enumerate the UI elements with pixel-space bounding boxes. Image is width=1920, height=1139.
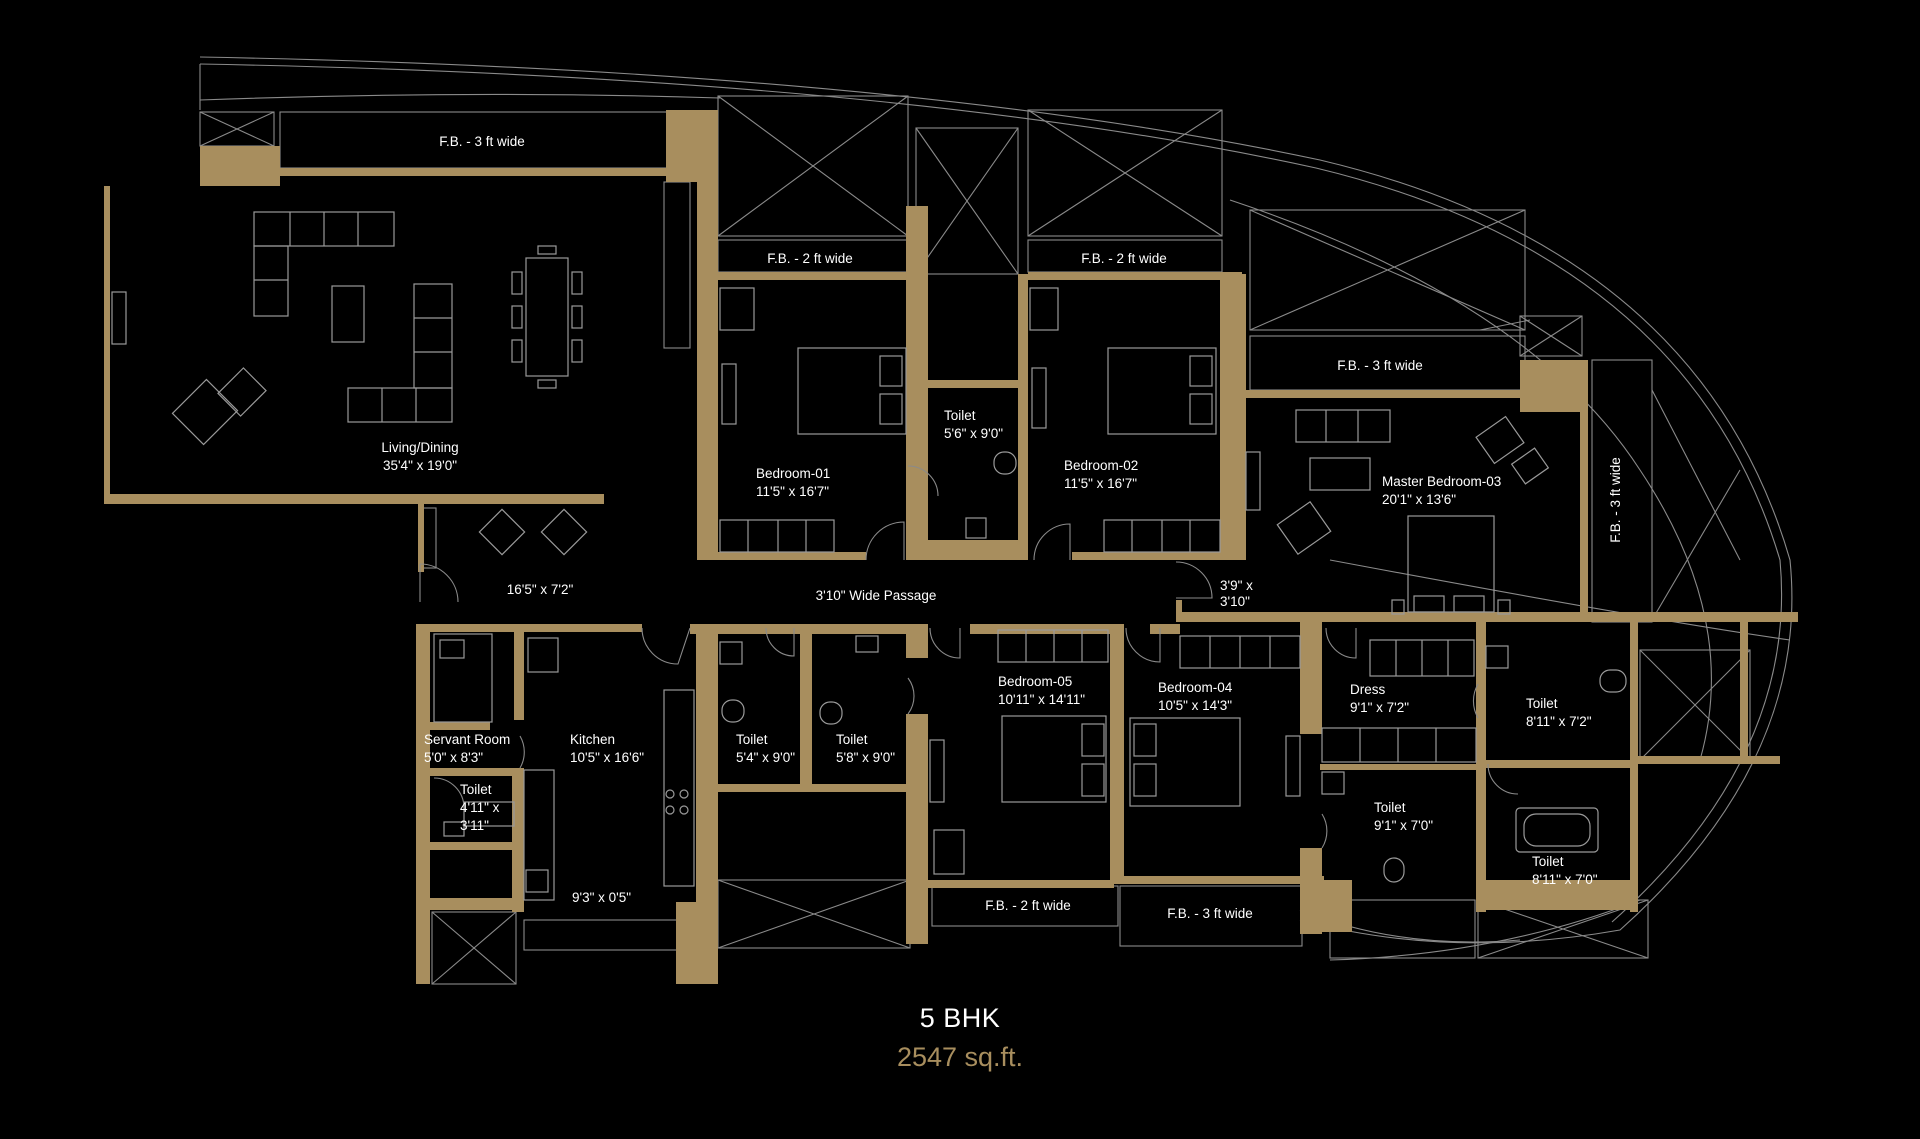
kitchen-name: Kitchen xyxy=(570,732,615,747)
fb-right-label: F.B. - 3 ft wide xyxy=(1608,457,1623,543)
bedroom-05-name: Bedroom-05 xyxy=(998,674,1072,689)
bedroom-02-size: 11'5" x 16'7" xyxy=(1064,476,1137,491)
balcony-linework xyxy=(199,95,1751,985)
toilet-1-size: 5'6" x 9'0" xyxy=(944,426,1003,441)
bedroom-01-size: 11'5" x 16'7" xyxy=(756,484,829,499)
toilet-dress-size: 9'1" x 7'0" xyxy=(1374,818,1433,833)
utility-size: 9'3" x 0'5" xyxy=(572,890,631,905)
doors xyxy=(419,465,1519,849)
toilet-a-size: 5'4" x 9'0" xyxy=(736,750,795,765)
fb-top-left-label: F.B. - 3 ft wide xyxy=(439,134,525,149)
plan-area: 2547 sq.ft. xyxy=(896,1042,1024,1072)
servant-room-size: 5'0" x 8'3" xyxy=(424,750,483,765)
living-dining-size: 35'4" x 19'0" xyxy=(383,458,457,473)
master-bedroom-size: 20'1" x 13'6" xyxy=(1382,492,1456,507)
toilet-b-size: 5'8" x 9'0" xyxy=(836,750,895,765)
toilet-bath-size: 8'11" x 7'0" xyxy=(1532,872,1598,887)
fb-b5-label: F.B. - 2 ft wide xyxy=(985,898,1071,913)
room-labels: F.B. - 3 ft wide F.B. - 2 ft wide F.B. -… xyxy=(381,134,1623,921)
fb-b1-label: F.B. - 2 ft wide xyxy=(767,251,853,266)
toilet-a-name: Toilet xyxy=(736,732,768,747)
toilet-bath-name: Toilet xyxy=(1532,854,1564,869)
dress-name: Dress xyxy=(1350,682,1386,697)
fb-master-label: F.B. - 3 ft wide xyxy=(1337,358,1423,373)
furniture xyxy=(111,211,1627,901)
bedroom-01-name: Bedroom-01 xyxy=(756,466,830,481)
passage-label: 3'10" Wide Passage xyxy=(816,588,937,603)
toilet-servant-size-2: 3'11" xyxy=(460,818,489,833)
foyer-size-2: 3'10" xyxy=(1220,594,1250,609)
master-bedroom-name: Master Bedroom-03 xyxy=(1382,474,1501,489)
plan-title-block: 5 BHK 2547 sq.ft. xyxy=(0,1003,1920,1073)
toilet-b-name: Toilet xyxy=(836,732,868,747)
bedroom-02-name: Bedroom-02 xyxy=(1064,458,1138,473)
dress-size: 9'1" x 7'2" xyxy=(1350,700,1409,715)
toilet-dress-name: Toilet xyxy=(1374,800,1406,815)
fb-b4-label: F.B. - 3 ft wide xyxy=(1167,906,1253,921)
plan-type: 5 BHK xyxy=(919,1003,1001,1033)
lobby-size: 16'5" x 7'2" xyxy=(507,582,574,597)
kitchen-size: 10'5" x 16'6" xyxy=(570,750,644,765)
bedroom-05-size: 10'11" x 14'11" xyxy=(998,692,1085,707)
bedroom-04-size: 10'5" x 14'3" xyxy=(1158,698,1232,713)
toilet-master-name: Toilet xyxy=(1526,696,1558,711)
building-envelope xyxy=(199,56,1793,961)
foyer-size-1: 3'9" x xyxy=(1220,578,1253,593)
servant-room-name: Servant Room xyxy=(424,732,510,747)
bedroom-04-name: Bedroom-04 xyxy=(1158,680,1233,695)
toilet-servant-name: Toilet xyxy=(460,782,492,797)
living-dining-name: Living/Dining xyxy=(381,440,458,455)
toilet-servant-size-1: 4'11" x xyxy=(460,800,500,815)
toilet-master-size: 8'11" x 7'2" xyxy=(1526,714,1592,729)
walls xyxy=(104,110,1798,984)
fb-b2-label: F.B. - 2 ft wide xyxy=(1081,251,1167,266)
toilet-1-name: Toilet xyxy=(944,408,976,423)
